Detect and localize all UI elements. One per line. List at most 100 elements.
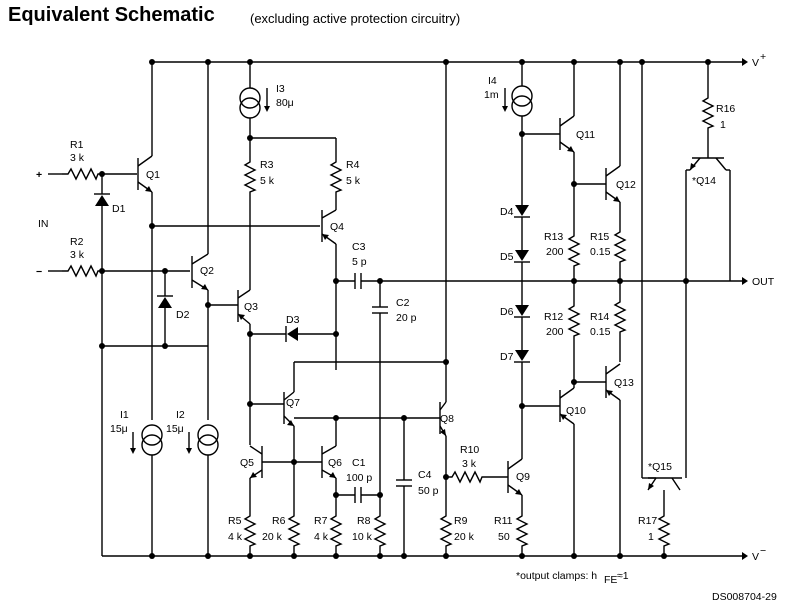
r2-value: 3 k: [70, 249, 85, 261]
r5-resistor: [244, 509, 256, 556]
r6-resistor: [288, 462, 300, 556]
footnote: *output clamps: h: [516, 570, 597, 582]
r14-value: 0.15: [590, 326, 611, 338]
r5-value: 4 k: [228, 531, 243, 543]
q7-transistor: [250, 362, 295, 462]
q14-transistor: [685, 157, 731, 478]
r9-name: R9: [454, 515, 468, 527]
r10-name: R10: [460, 444, 479, 456]
q3-transistor: [237, 289, 251, 445]
r11-name: R11: [494, 515, 513, 527]
vplus-sup: +: [760, 51, 766, 63]
q11-label: Q11: [576, 129, 595, 141]
c3-value: 5 p: [352, 256, 367, 268]
doc-id: DS008704-29: [712, 591, 777, 603]
q8-transistor: [439, 62, 447, 510]
d5-diode: [513, 249, 531, 305]
d7-label: D7: [500, 351, 514, 363]
q14-label: *Q14: [692, 175, 716, 187]
c4-value: 50 p: [418, 485, 439, 497]
r15-value: 0.15: [590, 246, 611, 258]
d1-diode: [93, 174, 111, 556]
r3-name: R3: [260, 159, 274, 171]
c2-capacitor: [372, 281, 388, 495]
q4-transistor: [321, 209, 337, 370]
r14-resistor: [614, 295, 626, 362]
r1-value: 3 k: [70, 152, 85, 164]
i1-name: I1: [120, 409, 129, 421]
q15-transistor: [642, 477, 682, 510]
r13-value: 200: [546, 246, 564, 258]
i2-value: 15μ: [166, 423, 184, 435]
q8-label: Q8: [440, 413, 454, 425]
r4-resistor: [330, 138, 342, 210]
page-title: Equivalent Schematic: [8, 4, 215, 26]
i2-source: [197, 424, 219, 556]
r11-value: 50: [498, 531, 510, 543]
d4-label: D4: [500, 206, 514, 218]
d2-label: D2: [176, 309, 190, 321]
c3-capacitor: [336, 273, 748, 289]
r14-name: R14: [590, 311, 609, 323]
c2-value: 20 p: [396, 312, 417, 324]
r15-resistor: [614, 225, 626, 296]
r3-resistor: [244, 138, 256, 290]
r12-value: 200: [546, 326, 564, 338]
page-subtitle: (excluding active protection circuitry): [250, 11, 461, 26]
q1-transistor: [137, 62, 153, 420]
r10-value: 3 k: [462, 458, 477, 470]
q12-transistor: [605, 62, 621, 226]
r13-resistor: [568, 229, 580, 300]
q3-label: Q3: [244, 301, 258, 313]
r4-name: R4: [346, 159, 360, 171]
r16-resistor: [702, 62, 714, 158]
i2-name: I2: [176, 409, 185, 421]
q15-label: *Q15: [648, 461, 672, 473]
r10-resistor: [445, 471, 508, 483]
c1-value: 100 p: [346, 472, 372, 484]
r8-value: 10 k: [352, 531, 373, 543]
r3-value: 5 k: [260, 175, 275, 187]
d5-label: D5: [500, 251, 514, 263]
i1-source: [141, 424, 163, 556]
i3-source: [239, 62, 261, 138]
r12-resistor: [568, 299, 580, 382]
q11-transistor: [559, 62, 575, 230]
d6-label: D6: [500, 306, 514, 318]
out-port: OUT: [752, 276, 775, 288]
r11-resistor: [516, 509, 528, 556]
q2-label: Q2: [200, 265, 214, 277]
i3-name: I3: [276, 83, 285, 95]
r16-value: 1: [720, 119, 726, 131]
minus-input-wire: [48, 265, 190, 277]
q9-label: Q9: [516, 471, 530, 483]
r6-name: R6: [272, 515, 286, 527]
minus-port: −: [36, 266, 42, 278]
q13-transistor: [605, 363, 621, 556]
i4-value: 1m: [484, 89, 499, 101]
r9-value: 20 k: [454, 531, 475, 543]
d4-diode: [513, 204, 531, 250]
vplus-rail: [152, 58, 748, 66]
q10-transistor: [559, 382, 575, 556]
q2-transistor: [191, 62, 209, 420]
footnote-sub: FE: [604, 574, 617, 586]
plus-input-wire: [48, 168, 137, 180]
c4-capacitor: [396, 418, 412, 556]
r16-name: R16: [716, 103, 735, 115]
r2-name: R2: [70, 236, 84, 248]
r12-name: R12: [544, 311, 563, 323]
r17-name: R17: [638, 515, 657, 527]
in-port: IN: [38, 218, 49, 230]
c1-name: C1: [352, 457, 366, 469]
r7-name: R7: [314, 515, 328, 527]
c4-name: C4: [418, 469, 432, 481]
d3-diode: [250, 325, 336, 343]
vplus-label: V: [752, 57, 759, 69]
q4-label: Q4: [330, 221, 344, 233]
q5-transistor: [249, 445, 322, 510]
plus-port: +: [36, 169, 42, 181]
d6-diode: [513, 304, 531, 350]
vminus-sup: −: [760, 545, 766, 557]
